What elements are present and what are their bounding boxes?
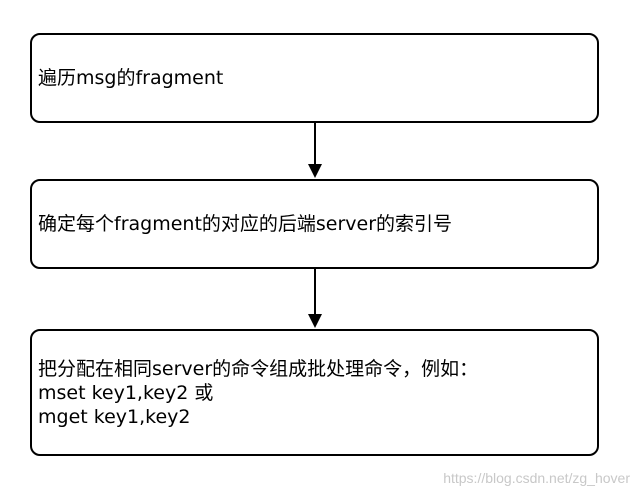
step-3-box: 把分配在相同server的命令组成批处理命令，例如： mset key1,key… <box>30 329 599 456</box>
arrow-2-to-3 <box>308 269 322 328</box>
step-3-text: 把分配在相同server的命令组成批处理命令，例如： mset key1,key… <box>38 357 478 429</box>
step-2-box: 确定每个fragment的对应的后端server的索引号 <box>30 179 599 269</box>
step-3-line-2: mset key1,key2 或 <box>38 381 214 404</box>
arrow-2-head <box>308 314 322 328</box>
step-3-line-3: mget key1,key2 <box>38 405 191 428</box>
step-2-text: 确定每个fragment的对应的后端server的索引号 <box>38 213 453 235</box>
arrow-1-head <box>308 164 322 178</box>
watermark-text: https://blog.csdn.net/zg_hover <box>443 470 630 486</box>
step-1-text: 遍历msg的fragment <box>38 67 224 89</box>
step-1-box: 遍历msg的fragment <box>30 33 599 123</box>
arrow-1-to-2 <box>308 123 322 178</box>
step-3-line-1: 把分配在相同server的命令组成批处理命令，例如： <box>38 357 479 380</box>
